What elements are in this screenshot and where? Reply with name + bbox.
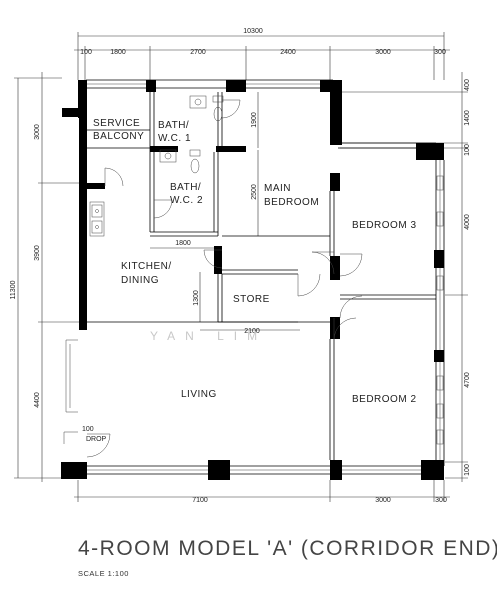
label-service-balcony: SERVICE — [93, 118, 140, 129]
label-bedroom-3: BEDROOM 3 — [352, 220, 417, 231]
label-living: LIVING — [181, 389, 217, 400]
dim-top-seg: 2400 — [280, 49, 296, 56]
dim-top-seg: 1800 — [110, 49, 126, 56]
room-labels: SERVICE BALCONY BATH/ W.C. 1 BATH/ W.C. … — [82, 118, 417, 443]
dim-right-seg: 100 — [464, 144, 471, 156]
label-bath-2: BATH/ — [170, 182, 201, 193]
dim-top-seg: 300 — [434, 49, 446, 56]
fixtures — [89, 95, 444, 445]
label-drop-value: 100 — [82, 426, 94, 433]
dim-right-seg: 100 — [464, 464, 471, 476]
dim-top-seg: 3000 — [375, 49, 391, 56]
plan-scale: SCALE 1:100 — [78, 569, 129, 578]
dim-inner: 2100 — [244, 328, 260, 335]
dim-top-seg: 100 — [80, 49, 92, 56]
dimension-labels: 10300 100 1800 2700 2400 3000 300 11300 … — [10, 28, 471, 504]
dim-left-total: 11300 — [10, 280, 17, 299]
doors-and-windows — [63, 83, 441, 471]
dim-top-total: 10300 — [243, 28, 263, 35]
dim-right-seg: 4000 — [464, 214, 471, 230]
walls — [61, 79, 445, 480]
label-store: STORE — [233, 294, 270, 305]
dim-bottom-seg: 7100 — [192, 497, 208, 504]
label-bath-1: BATH/ — [158, 120, 189, 131]
label-kitchen: DINING — [121, 275, 159, 286]
dim-inner: 1900 — [251, 112, 258, 128]
dim-right-seg: 4700 — [464, 372, 471, 388]
dim-left-seg: 4400 — [34, 392, 41, 408]
label-main-bedroom: BEDROOM — [264, 197, 319, 208]
dim-bottom-seg: 3000 — [375, 497, 391, 504]
watermark: YAN LIM — [150, 329, 267, 343]
dim-left-seg: 3000 — [34, 124, 41, 140]
label-bath-2: W.C. 2 — [170, 195, 203, 206]
label-drop: DROP — [86, 436, 107, 443]
label-bedroom-2: BEDROOM 2 — [352, 394, 417, 405]
dim-left-seg: 3900 — [34, 245, 41, 261]
dim-inner: 2500 — [251, 184, 258, 200]
dim-bottom-seg: 300 — [435, 497, 447, 504]
dim-inner: 1800 — [175, 240, 191, 247]
plan-title: 4-ROOM MODEL 'A' (CORRIDOR END) — [78, 537, 497, 560]
dim-right-seg: 400 — [464, 79, 471, 91]
label-bath-1: W.C. 1 — [158, 133, 191, 144]
label-main-bedroom: MAIN — [264, 183, 291, 194]
dim-top-seg: 2700 — [190, 49, 206, 56]
dim-right-seg: 1400 — [464, 110, 471, 126]
label-service-balcony: BALCONY — [93, 131, 144, 142]
label-kitchen: KITCHEN/ — [121, 261, 172, 272]
dim-inner: 1300 — [193, 290, 200, 306]
